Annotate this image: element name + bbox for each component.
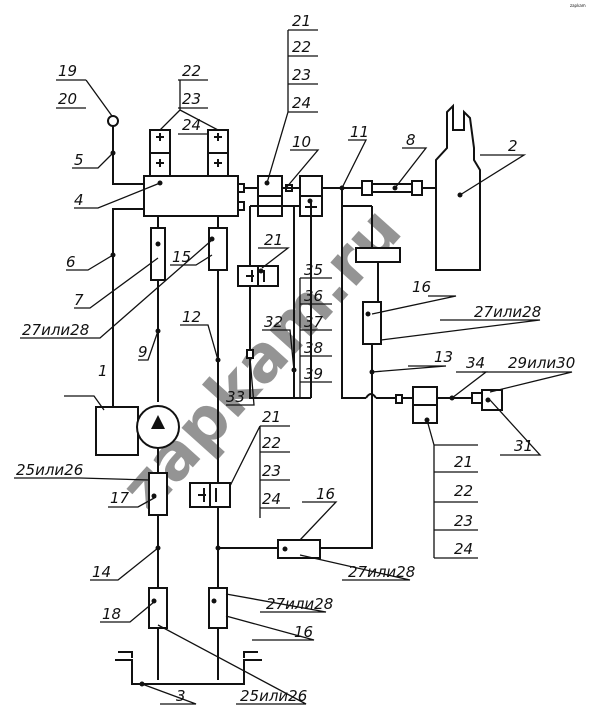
label-21-a: 21 [292,12,311,30]
label-25or26-a: 25или26 [16,461,83,479]
label-8: 8 [406,131,416,149]
label-19: 19 [58,62,77,80]
filter-16-right [362,301,382,345]
line-6 [112,208,144,407]
sensor-31 [481,389,503,411]
label-36: 36 [304,287,323,305]
corner-mark: zapkam [570,3,586,8]
label-22-d: 22 [262,434,281,452]
label-3: 3 [176,687,186,705]
label-2: 2 [508,137,518,155]
label-21-b: 21 [264,231,283,249]
label-24-d: 24 [262,490,281,508]
label-13: 13 [434,348,453,366]
label-10: 10 [292,133,311,151]
schematic-lines [95,103,503,685]
filter-16-lower [208,587,228,629]
label-24-b: 24 [292,94,311,112]
label-23-c: 23 [454,512,473,530]
valve-top-right [355,247,401,263]
label-9: 9 [138,343,148,361]
label-20: 20 [58,90,77,108]
unit-2 [435,103,481,271]
label-37: 37 [304,313,324,331]
label-21-d: 21 [262,408,281,426]
label-1: 1 [98,362,108,380]
label-4: 4 [74,191,84,209]
filter-7 [150,227,166,281]
label-23-a: 23 [182,90,201,108]
filter-18 [148,587,168,629]
label-35: 35 [304,261,323,279]
label-18: 18 [102,605,121,623]
label-11: 11 [350,123,369,141]
label-33: 33 [226,388,245,406]
label-22-b: 22 [292,38,311,56]
cylinder-8 [371,183,413,193]
label-23-d: 23 [262,462,281,480]
label-27or28-b: 27или28 [474,303,541,321]
label-34: 34 [466,354,485,372]
label-15: 15 [172,248,191,266]
label-32: 32 [264,313,283,331]
label-24-a: 24 [182,116,201,134]
port-4a [237,183,245,193]
connector-8 [361,180,373,196]
port-4b [237,201,245,211]
label-23-b: 23 [292,66,311,84]
label-31: 31 [514,437,533,455]
label-29or30: 29или30 [508,354,575,372]
connector-29 [471,392,483,404]
label-22-a: 22 [182,62,201,80]
label-27or28-d: 27или28 [266,595,333,613]
label-39: 39 [304,365,323,383]
label-24-c: 24 [454,540,473,558]
label-5: 5 [74,151,84,169]
label-16-c: 16 [294,623,313,641]
label-27or28-a: 27или28 [22,321,89,339]
indicator-19 [107,115,119,127]
label-25or26-b: 25или26 [240,687,307,705]
tank-1 [95,406,139,456]
label-16-a: 16 [412,278,431,296]
label-6: 6 [66,253,76,271]
label-21-c: 21 [454,453,473,471]
label-14: 14 [92,563,111,581]
label-17: 17 [110,489,130,507]
leader-lines [14,29,573,705]
reservoir-3 [115,659,262,685]
unit-4 [143,175,239,217]
line-5 [112,126,144,185]
label-22-c: 22 [454,482,473,500]
label-27or28-c: 27или28 [348,563,415,581]
filter-15 [208,227,228,271]
label-16-b: 16 [316,485,335,503]
label-12: 12 [182,308,201,326]
pump-arrow-icon [151,415,165,429]
label-38: 38 [304,339,323,357]
labels: 19 20 5 4 6 7 27или28 9 15 12 22 23 24 2… [16,3,586,705]
filter-17 [148,472,168,516]
label-7: 7 [74,291,84,309]
